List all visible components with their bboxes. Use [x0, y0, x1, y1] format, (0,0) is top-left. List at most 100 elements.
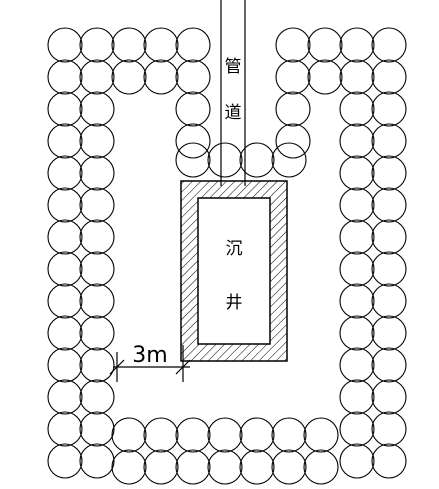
pipe-label-1: 管 [225, 57, 242, 77]
pile-circle [79, 91, 115, 127]
pile-circle [339, 91, 375, 127]
pile-circle [175, 449, 211, 485]
pile-circle [239, 142, 275, 178]
pile-circle [79, 251, 115, 287]
pile-circle [339, 219, 375, 255]
pile-circle [47, 443, 83, 479]
pile-circle [79, 155, 115, 191]
pile-circle [47, 27, 83, 63]
caisson-wall [181, 181, 287, 361]
pile-circle [47, 91, 83, 127]
caisson-inner-edge [197, 197, 271, 345]
pile-circle [207, 142, 243, 178]
pile-circle [371, 91, 407, 127]
pile-circle [207, 449, 243, 485]
pipeline: 管 道 [220, 0, 246, 186]
pile-circle [339, 347, 375, 383]
pile-circle [79, 187, 115, 223]
pile-circle [275, 91, 311, 127]
pile-circle [79, 219, 115, 255]
pile-circle [175, 27, 211, 63]
pile-circle [47, 187, 83, 223]
pile-circle [371, 27, 407, 63]
pile-circle [371, 155, 407, 191]
pile-circle [275, 59, 311, 95]
pile-circle [371, 411, 407, 447]
pile-circle [143, 417, 179, 453]
pile-circle [175, 59, 211, 95]
pile-circle [371, 123, 407, 159]
pile-circle [271, 142, 307, 178]
pile-circle [79, 59, 115, 95]
pile-circle [175, 142, 211, 178]
caisson-outer-edge [180, 180, 288, 362]
pile-circle [79, 443, 115, 479]
pile-circle [239, 417, 275, 453]
pile-circle [275, 27, 311, 63]
pile-circle [207, 417, 243, 453]
pile-circle [371, 443, 407, 479]
pile-circle [79, 347, 115, 383]
pile-circle [303, 449, 339, 485]
pile-circle [371, 59, 407, 95]
pile-circle [371, 379, 407, 415]
pile-circle [111, 59, 147, 95]
pile-circle [271, 417, 307, 453]
pile-circle [275, 123, 311, 159]
pile-circle [47, 315, 83, 351]
pile-circle [371, 283, 407, 319]
pile-circle [339, 251, 375, 287]
pile-circle [371, 219, 407, 255]
pile-circle [79, 315, 115, 351]
pile-circle [339, 283, 375, 319]
pile-circle [307, 59, 343, 95]
caisson: 沉 井 [180, 180, 288, 362]
pile-circle [339, 59, 375, 95]
pile-circle [47, 379, 83, 415]
pile-circle [303, 417, 339, 453]
pile-circle [339, 411, 375, 447]
pile-circle [339, 123, 375, 159]
well-label-1: 沉 [226, 239, 243, 259]
pile-circle [339, 315, 375, 351]
pile-circle [47, 59, 83, 95]
pipe-label-2: 道 [225, 103, 242, 123]
well-label-2: 井 [226, 293, 243, 313]
pile-circle [47, 411, 83, 447]
dimension-label: 3m [132, 343, 167, 368]
pile-circle [79, 123, 115, 159]
pile-circle [307, 27, 343, 63]
pile-ring [47, 27, 407, 485]
pile-circle [47, 251, 83, 287]
pile-circle [47, 283, 83, 319]
pile-circle [175, 91, 211, 127]
pile-circle [371, 251, 407, 287]
pile-circle [79, 411, 115, 447]
pile-circle [47, 347, 83, 383]
pile-circle [339, 187, 375, 223]
pile-circle [339, 379, 375, 415]
pile-circle [143, 59, 179, 95]
dimension-3m: 3m [109, 343, 191, 382]
pile-circle [239, 449, 275, 485]
pile-circle [339, 155, 375, 191]
pile-circle [111, 27, 147, 63]
pile-circle [371, 187, 407, 223]
pile-circle [175, 417, 211, 453]
pile-circle [47, 155, 83, 191]
pile-circle [47, 123, 83, 159]
pile-circle [371, 315, 407, 351]
pile-circle [175, 123, 211, 159]
pile-circle [339, 27, 375, 63]
pile-circle [143, 449, 179, 485]
pile-circle [271, 449, 307, 485]
pile-circle [371, 347, 407, 383]
pile-circle [47, 219, 83, 255]
pile-circle [111, 449, 147, 485]
pile-circle [143, 27, 179, 63]
pile-circle [79, 27, 115, 63]
pile-circle [339, 443, 375, 479]
pile-circle [79, 283, 115, 319]
